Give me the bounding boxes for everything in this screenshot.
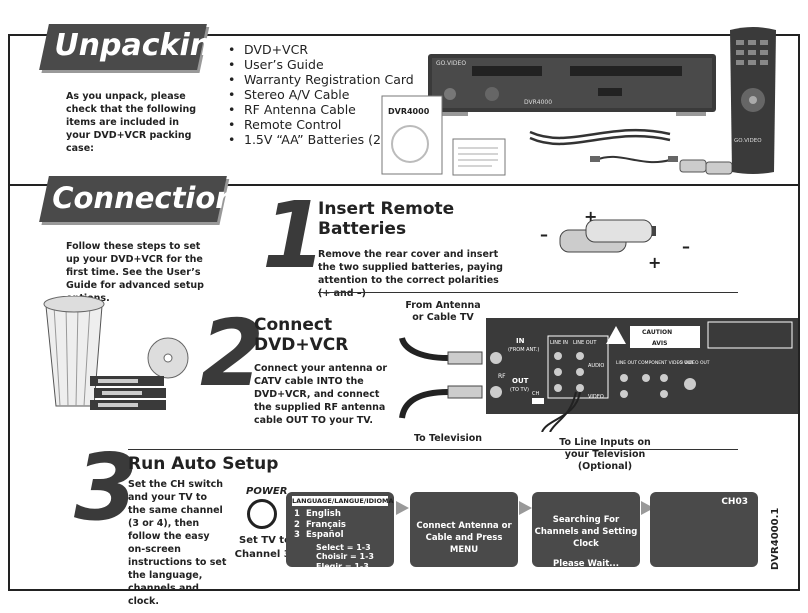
step-1-body: Remove the rear cover and insert the two… xyxy=(318,249,503,299)
step-2-body: Connect your antenna or CATV cable INTO … xyxy=(254,363,388,426)
connections-banner-text: Connections xyxy=(52,181,254,215)
language-options: 1 English 2 Français 3 Español xyxy=(294,509,394,541)
minus-icon: – xyxy=(682,237,690,256)
checklist-item: 1.5V “AA” Batteries (2) xyxy=(228,132,414,147)
step-3-number: 3 xyxy=(74,434,139,541)
connections-banner: Connections xyxy=(39,176,254,222)
language-screen-header: LANGUAGE/LANGUE/IDIOMA xyxy=(292,496,394,506)
remote-brand: GO.VIDEO xyxy=(734,138,762,144)
checklist-item: RF Antenna Cable xyxy=(228,102,414,117)
option-label: Español xyxy=(306,530,344,540)
remote-control-illustration: GO.VIDEO xyxy=(730,27,776,174)
option-label: English xyxy=(306,509,341,519)
panel-ch-label: CH xyxy=(532,391,539,397)
users-guide-illustration: DVR4000 xyxy=(381,95,443,175)
unit-model: DVR4000 xyxy=(524,99,552,106)
panel-component: COMPONENT VIDEO OUT xyxy=(638,360,694,366)
guide-model: DVR4000 xyxy=(388,107,430,116)
unpacking-banner: Unpacking xyxy=(39,24,233,70)
panel-in-sub: (FROM ANT.) xyxy=(508,347,539,353)
popcorn-and-tapes-illustration xyxy=(43,296,189,410)
power-button[interactable] xyxy=(247,499,277,529)
please-wait-text: Please Wait... xyxy=(553,559,619,569)
checklist-item: DVD+VCR xyxy=(228,42,414,57)
arrow-right-icon xyxy=(519,501,532,515)
panel-out-label: OUT xyxy=(512,377,529,385)
cables-illustration xyxy=(529,128,678,164)
channel-screen: CH03 xyxy=(650,492,758,567)
option-number: 1 xyxy=(294,509,300,519)
plus-icon: + xyxy=(648,253,661,272)
select-line: Choisir = 1-3 xyxy=(316,552,374,561)
language-screen: LANGUAGE/LANGUE/IDIOMA 1 English 2 Françai… xyxy=(286,492,394,571)
divider xyxy=(318,292,738,293)
panel-rf-label: RF xyxy=(498,373,506,380)
panel-in-label: IN xyxy=(516,337,525,345)
searching-screen: Searching For Channels and Setting Clock… xyxy=(532,492,640,569)
select-line: Select = 1-3 xyxy=(316,542,371,552)
divider xyxy=(128,449,738,450)
select-line: Elegir = 1-3 xyxy=(316,561,369,571)
channel-readout: CH03 xyxy=(721,497,748,507)
language-option[interactable]: 1 English xyxy=(294,509,394,520)
step-1-title: Insert Remote Batteries xyxy=(318,199,455,239)
option-label: Français xyxy=(306,519,346,530)
from-antenna-label: From Antenna or Cable TV xyxy=(405,300,481,323)
model-code: DVR4000.1 xyxy=(770,507,781,570)
connect-antenna-screen: Connect Antenna or Cable and Press MENU xyxy=(410,492,518,567)
panel-line-in: LINE IN xyxy=(550,340,568,346)
unit-brand: GO.VIDEO xyxy=(436,60,466,67)
checklist-item: User’s Guide xyxy=(228,57,414,72)
unpacking-intro: As you unpack, please check that the fol… xyxy=(66,91,197,154)
batteries-small-illustration xyxy=(679,159,733,175)
panel-line-out: LINE OUT xyxy=(573,340,597,346)
panel-video-label: VIDEO xyxy=(588,394,604,400)
language-option[interactable]: 2 Français xyxy=(294,520,394,531)
panel-audio-label: AUDIO xyxy=(588,363,604,369)
option-number: 3 xyxy=(294,530,300,540)
avis-label: AVIS xyxy=(652,340,667,347)
step-3-body: Set the CH switch and your TV to the sam… xyxy=(128,479,227,607)
caution-label: CAUTION xyxy=(642,329,672,336)
step-2-number: 2 xyxy=(200,300,265,407)
to-television-label: To Television xyxy=(413,433,483,444)
select-instructions: Select = 1-3 Choisir = 1-3 Elegir = 1-3 xyxy=(316,543,394,572)
checklist-item: Warranty Registration Card xyxy=(228,72,414,87)
power-label: POWER xyxy=(246,486,288,497)
panel-line-out-2: LINE OUT xyxy=(616,360,637,366)
set-tv-label: Set TV to Channel 3! xyxy=(234,535,296,560)
batteries-polarity-illustration: + – – + xyxy=(540,208,690,272)
dvd-vcr-unit-illustration: GO.VIDEO DVR4000 xyxy=(428,54,716,116)
checklist-item: Stereo A/V Cable xyxy=(228,87,414,102)
option-number: 2 xyxy=(294,519,300,530)
language-option[interactable]: 3 Español xyxy=(294,530,394,541)
arrow-right-icon xyxy=(396,501,409,515)
minus-icon: – xyxy=(540,225,548,244)
step-1-number: 1 xyxy=(262,182,327,289)
connect-antenna-text: Connect Antenna or Cable and Press MENU xyxy=(416,521,512,555)
unpacking-checklist: DVD+VCR User’s Guide Warranty Registrati… xyxy=(228,42,414,147)
panel-svideo: S VIDEO OUT xyxy=(680,360,710,366)
searching-text: Searching For Channels and Setting Clock xyxy=(534,515,638,549)
panel-out-sub: (TO TV) xyxy=(510,387,529,393)
warning-icon xyxy=(606,326,626,344)
unpacking-banner-text: Unpacking xyxy=(54,28,233,63)
step-2-title: Connect DVD+VCR xyxy=(254,315,349,355)
step-3-title: Run Auto Setup xyxy=(128,454,279,474)
to-line-inputs-label: To Line Inputs on your Television (Optio… xyxy=(559,437,651,472)
rear-panel-diagram: IN (FROM ANT.) RF OUT (TO TV) CH LINE IN… xyxy=(399,318,798,432)
checklist-item: Remote Control xyxy=(228,117,414,132)
warranty-card-illustration xyxy=(452,138,506,176)
